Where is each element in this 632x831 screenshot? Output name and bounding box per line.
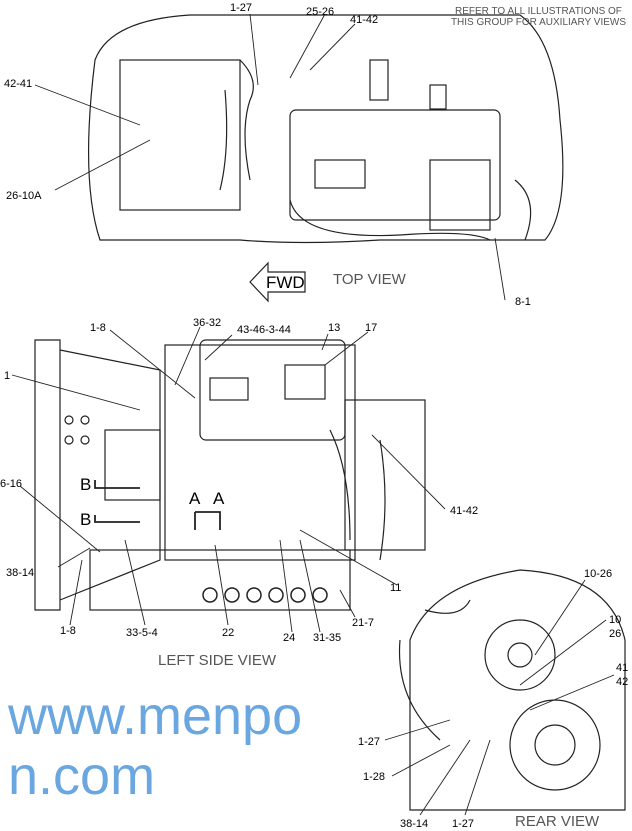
callout-label: 33-5-4 (126, 627, 158, 639)
callout-label: 43-46-3-44 (237, 324, 291, 336)
callout-label: 17 (365, 322, 378, 334)
callout-label: 24 (283, 632, 296, 644)
callout-label: 41 (616, 662, 629, 674)
callout-label: 1-28 (363, 771, 386, 783)
callout-label: 10-26 (584, 568, 613, 580)
note-line-2: THIS GROUP FOR AUXILIARY VIEWS (450, 17, 626, 28)
callout-label: 6-16 (0, 478, 23, 490)
callout-label: 10 (609, 614, 622, 626)
section-marker-a: A (189, 489, 201, 508)
callout-label: 22 (222, 627, 235, 639)
fwd-arrow (249, 261, 306, 303)
callout-label: 42-41 (4, 78, 33, 90)
left-side-view-title: LEFT SIDE VIEW (158, 652, 277, 669)
callout-label: 1-8 (60, 625, 76, 637)
callout-label: 26-10A (6, 190, 42, 202)
callout-label: 8-1 (515, 296, 531, 308)
callout-label: 1-27 (452, 818, 475, 830)
leader-lines (11, 13, 615, 816)
callout-label: 1-8 (90, 322, 106, 334)
callout-label: 31-35 (313, 632, 342, 644)
callout-label: 36-32 (193, 317, 222, 329)
callout-label: 26 (609, 628, 622, 640)
callout-label: 21-7 (352, 617, 375, 629)
callout-label: 38-14 (6, 567, 35, 579)
top-view-title: TOP VIEW (333, 271, 406, 288)
auxiliary-views-note: REFER TO ALL ILLUSTRATIONS OF THIS GROUP… (451, 6, 626, 28)
callout-label: 41-42 (350, 14, 379, 26)
fwd-label: FWD (266, 273, 305, 292)
callout-label: 42 (616, 676, 629, 688)
left-side-view-drawing (34, 339, 426, 611)
section-marker-a: A (213, 489, 225, 508)
watermark: www.menpon.com (8, 686, 303, 806)
section-marker-b: B (80, 510, 92, 529)
rear-view-drawing (398, 569, 626, 811)
callout-label: 25-26 (306, 6, 335, 18)
top-view-drawing (87, 14, 564, 244)
callout-label: 41-42 (450, 505, 479, 517)
callout-label: 1-27 (230, 2, 253, 14)
callout-label: 1 (4, 370, 11, 382)
callout-label: 13 (328, 322, 341, 334)
callout-label: 1-27 (358, 736, 381, 748)
callout-label: 38-14 (400, 818, 429, 830)
section-marker-b: B (80, 475, 92, 494)
note-line-1: REFER TO ALL ILLUSTRATIONS OF (455, 6, 622, 17)
rear-view-title: REAR VIEW (515, 813, 600, 830)
callout-label: 11 (390, 582, 402, 594)
